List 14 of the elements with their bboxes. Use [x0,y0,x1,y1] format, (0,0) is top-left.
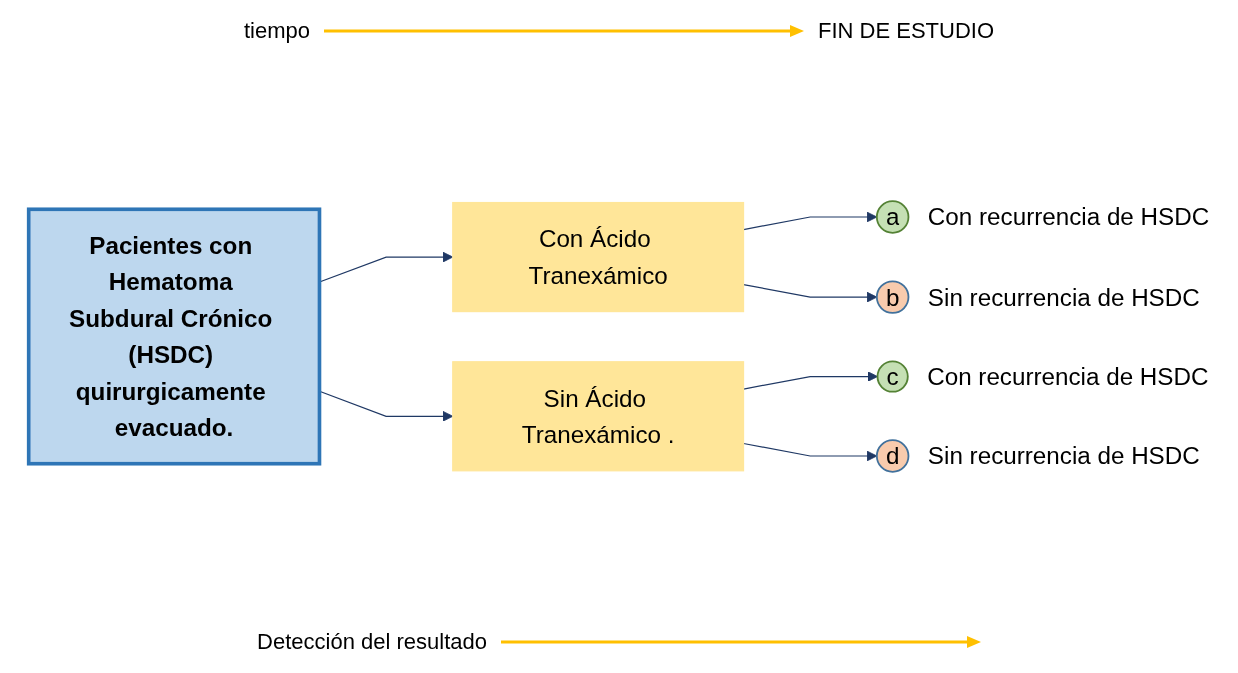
node-box: Sin Ácido Tranexámico . [452,361,745,472]
end-label: FIN DE ESTUDIO [818,18,995,44]
outcome-label: Sin recurrencia de HSDC [927,283,1200,311]
node-circle: c [876,360,909,393]
node-circle: b [875,280,910,314]
node-circle: d [875,439,910,473]
axis-label: Detección del resultado [257,629,487,655]
node-circle: a [875,200,910,234]
axis-label: tiempo [243,18,310,44]
outcome-label: Con recurrencia de HSDC [927,363,1209,391]
outcome-label: Con recurrencia de HSDC [927,203,1210,231]
outcome-label: Sin recurrencia de HSDC [927,442,1200,470]
node-box: Pacientes con Hematoma Subdural Crónico (HSDC) quirurgicamente evacuado. [26,207,322,466]
node-box: Con Ácido Tranexámico [452,201,745,313]
